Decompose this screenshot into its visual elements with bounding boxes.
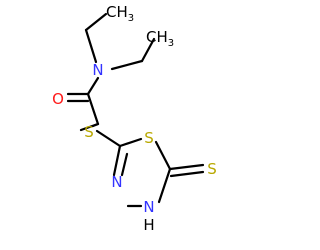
amide-nitrogen-label: N <box>92 61 103 79</box>
ring-nitrogen-lower-label: N <box>143 198 154 216</box>
bond-thione-double-2 <box>169 170 205 178</box>
carbonyl-oxygen-label: O <box>52 90 64 108</box>
bond-ring-c2-s1 <box>118 137 143 148</box>
bond-ch3-ch2-top <box>84 12 108 32</box>
ring-sulfur-label: S <box>144 129 154 147</box>
thione-sulfur-label: S <box>207 160 217 178</box>
ring-nh-hydrogen-label: H <box>143 216 154 234</box>
bond-thione-double-1 <box>168 163 205 171</box>
bond-ch2-ch3-right <box>140 37 156 63</box>
bond-ring-n3-c2 <box>112 144 122 177</box>
bond-s-ring-c2 <box>95 129 122 148</box>
bond-ring-c5-n4 <box>157 167 172 204</box>
bond-ch2-n-top <box>84 28 98 64</box>
bond-carbonyl-ch2 <box>86 92 100 126</box>
methyl-right-label: CH3 <box>146 28 174 49</box>
molecule-structure-diagram: CH3 CH3 N O S S N N H S <box>52 3 217 234</box>
bond-ring-n3-c2-double <box>120 152 129 177</box>
bond-ch2-s-b <box>79 122 100 132</box>
ring-nitrogen-upper-label: N <box>111 173 122 191</box>
bond-ring-s1-c5 <box>154 140 172 171</box>
methyl-top-label: CH3 <box>106 3 134 24</box>
thioether-sulfur-label: S <box>84 123 94 141</box>
bond-n-carbonyl <box>86 76 100 96</box>
bond-n-ch2-right <box>110 59 144 71</box>
